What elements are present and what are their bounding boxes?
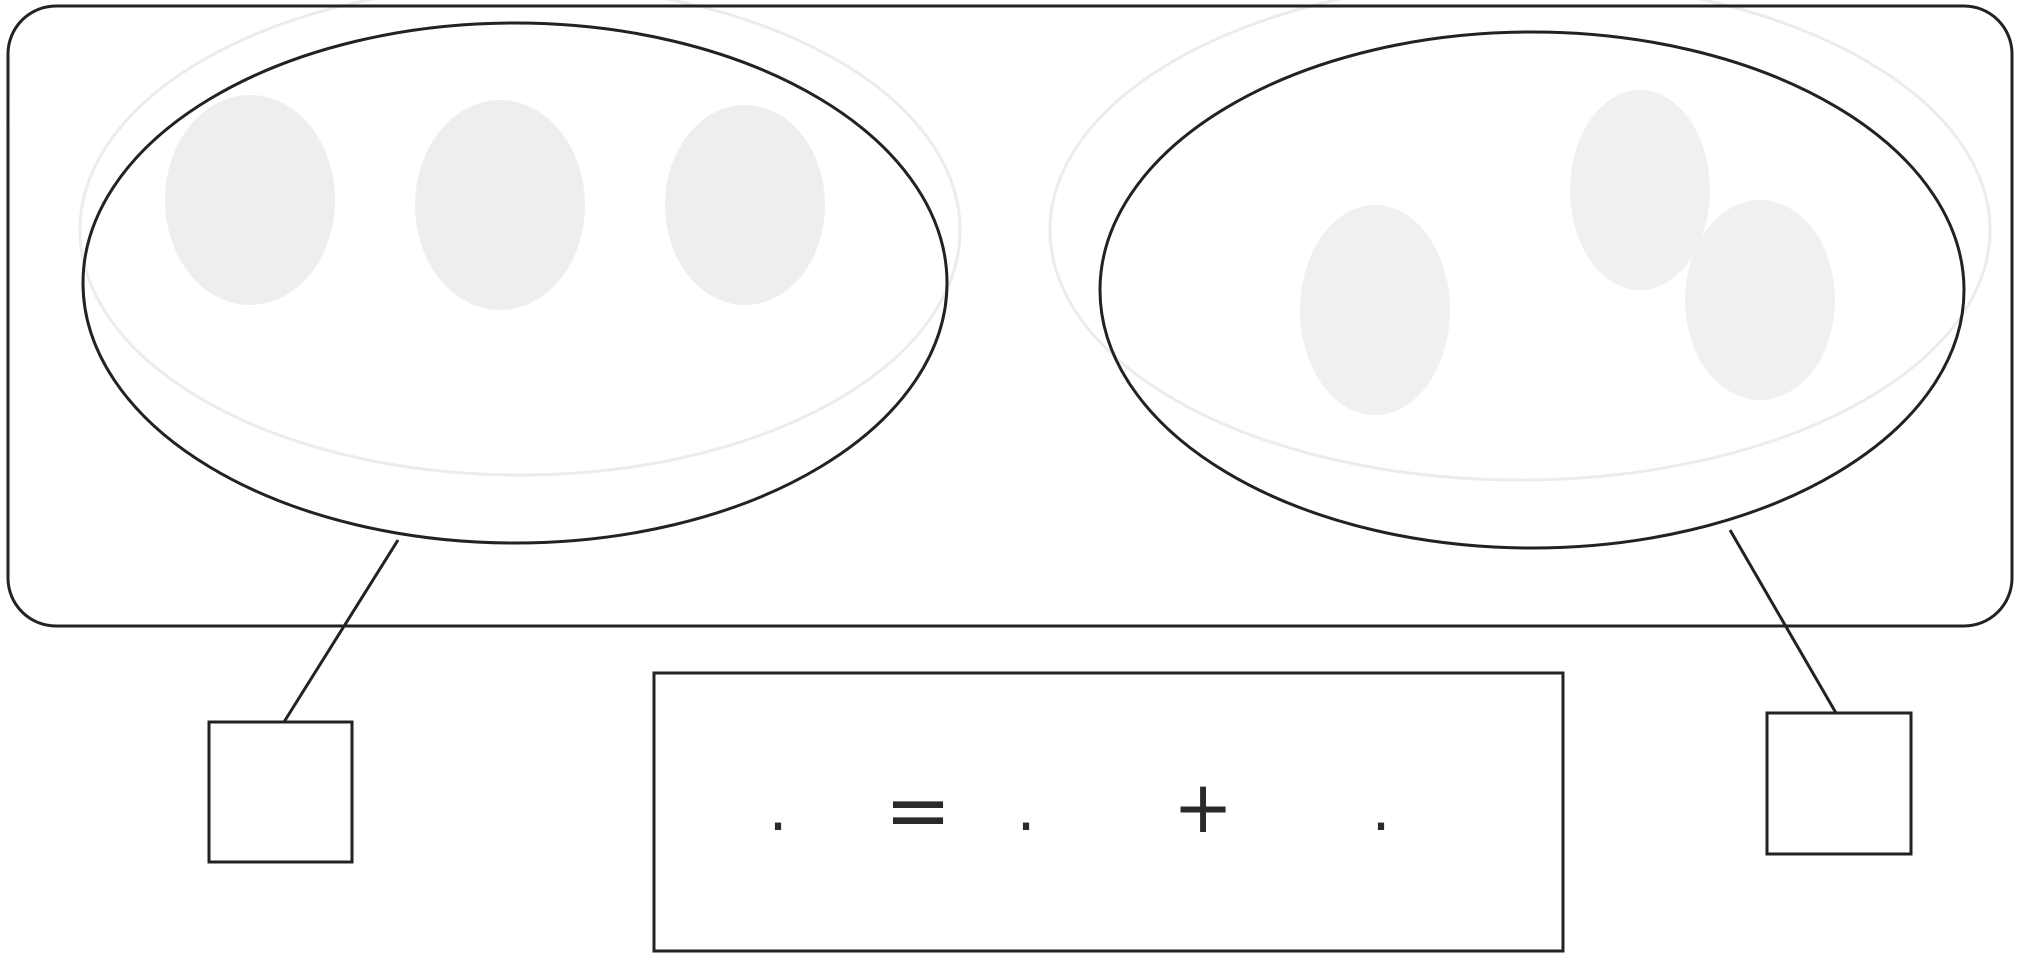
right-answer-box[interactable] bbox=[1767, 713, 1911, 854]
right-connector-line bbox=[1730, 530, 1836, 713]
faded-plate-outline bbox=[1050, 0, 1990, 480]
right-faded-figures bbox=[1050, 0, 1990, 480]
left-connector-line bbox=[284, 540, 398, 722]
faded-figure bbox=[165, 95, 335, 305]
equation-second-blank[interactable]: . bbox=[1016, 775, 1035, 845]
left-answer-box[interactable] bbox=[209, 722, 352, 862]
equation-first-blank[interactable]: . bbox=[768, 775, 787, 845]
equation-third-blank[interactable]: . bbox=[1371, 775, 1390, 845]
left-faded-figures bbox=[80, 0, 960, 475]
faded-figure bbox=[1685, 200, 1835, 400]
faded-figure bbox=[415, 100, 585, 310]
equation-equals-sign: = bbox=[884, 764, 951, 857]
equation-plus-sign: + bbox=[1173, 765, 1233, 849]
faded-figure bbox=[665, 105, 825, 305]
equation-box bbox=[654, 673, 1563, 951]
faded-figure bbox=[1300, 205, 1450, 415]
faded-figure bbox=[1570, 90, 1710, 290]
